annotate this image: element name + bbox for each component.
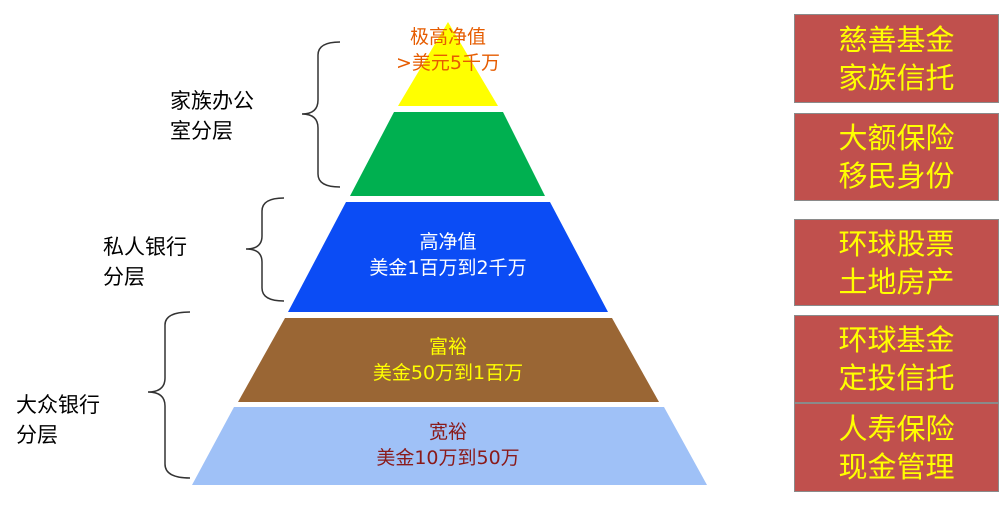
group-label-line: 分层: [103, 265, 145, 289]
product-box-4: 环球基金 定投信托: [794, 315, 999, 403]
product-box-3: 环球股票 土地房产: [794, 219, 999, 306]
product-box-line: 土地房产: [838, 264, 955, 299]
pyramid-tier-2-shape: [350, 112, 545, 196]
group-label-line: 室分层: [170, 119, 233, 143]
group-label-line: 家族办公: [170, 89, 254, 113]
group-bracket-private-bank: [245, 197, 285, 302]
pyramid-tier-1-label: 极高净值 >美元5千万: [368, 24, 528, 76]
pyramid-tier-5-shape: [192, 407, 707, 485]
group-label-line: 大众银行: [16, 393, 100, 417]
tier-1-title: 极高净值: [409, 26, 486, 48]
group-label-family-office: 家族办公 室分层: [170, 86, 254, 146]
pyramid-tier-5-label: 宽裕 美金10万到50万: [318, 419, 578, 471]
tier-3-title: 高净值: [419, 231, 477, 253]
group-bracket-mass-bank: [147, 311, 191, 479]
tier-4-title: 富裕: [428, 336, 467, 358]
group-label-mass-bank: 大众银行 分层: [16, 390, 100, 450]
group-label-line: 私人银行: [103, 235, 187, 259]
group-label-private-bank: 私人银行 分层: [103, 232, 187, 292]
product-box-line: 现金管理: [838, 449, 955, 484]
group-label-line: 分层: [16, 423, 58, 447]
product-box-line: 家族信托: [838, 60, 955, 95]
product-box-2: 大额保险 移民身份: [794, 113, 999, 201]
product-box-line: 慈善基金: [838, 22, 955, 57]
pyramid-tier-1-shape: [398, 22, 498, 106]
product-box-line: 大额保险: [838, 121, 955, 155]
tier-1-subtitle: >美元5千万: [395, 52, 500, 74]
pyramid-tier-3-label: 高净值 美金1百万到2千万: [318, 229, 578, 281]
tier-4-subtitle: 美金50万到1百万: [372, 362, 524, 384]
product-box-line: 移民身份: [838, 159, 955, 193]
group-bracket-family-office: [301, 41, 341, 188]
product-box-line: 环球股票: [838, 226, 955, 261]
product-box-line: 人寿保险: [838, 411, 955, 446]
product-box-5: 人寿保险 现金管理: [794, 403, 999, 492]
tier-3-subtitle: 美金1百万到2千万: [369, 257, 527, 279]
product-box-line: 定投信托: [838, 361, 955, 395]
product-box-line: 环球基金: [838, 323, 955, 357]
pyramid-tier-4-shape: [238, 318, 659, 402]
pyramid-tier-3-shape: [288, 202, 608, 312]
product-box-1: 慈善基金 家族信托: [794, 14, 999, 103]
tier-5-subtitle: 美金10万到50万: [376, 447, 520, 469]
tier-5-title: 宽裕: [428, 421, 467, 443]
pyramid-tier-4-label: 富裕 美金50万到1百万: [318, 334, 578, 386]
